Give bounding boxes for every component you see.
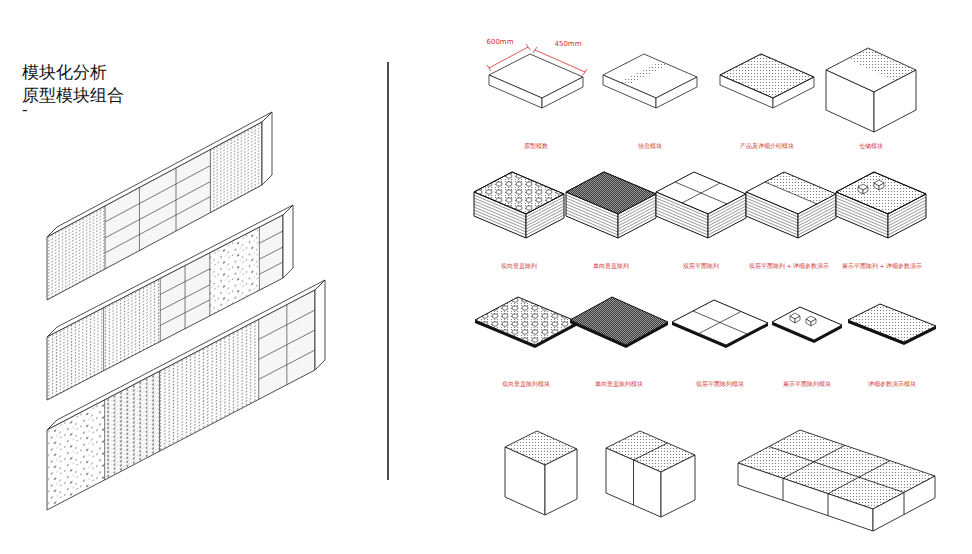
flat-plate — [475, 297, 578, 348]
module-caption: 双向垂直陈列 — [501, 262, 537, 269]
module-caption: 展示平面陈列 + 详细参数演示 — [842, 262, 923, 269]
module-caption: 双层平面陈列 — [683, 262, 719, 269]
flat-plate — [848, 304, 936, 345]
combined-cube — [606, 431, 695, 517]
info-slab — [603, 54, 697, 108]
stack-box — [474, 172, 564, 238]
detail-slab — [720, 54, 814, 108]
flat-plate — [570, 297, 668, 348]
stack-box — [836, 172, 926, 238]
module-caption: 展示平面陈列模块 — [783, 380, 831, 387]
shelf-wall — [47, 280, 325, 510]
flat-plate — [672, 300, 768, 348]
combined-cube — [738, 430, 935, 531]
dash-mark: - — [22, 100, 28, 119]
flat-plate — [772, 307, 842, 343]
module-caption: 双层平面陈列模块 — [696, 380, 744, 387]
stack-box — [746, 172, 836, 238]
prototype-slab — [489, 54, 583, 108]
module-caption: 双向垂直陈列模块 — [502, 380, 550, 387]
page-title: 模块化分析 原型模块组合 — [22, 61, 152, 107]
module-caption: 信息模块 — [638, 142, 662, 149]
stack-box — [566, 172, 656, 238]
divider-line — [387, 62, 389, 480]
storage-cube — [826, 48, 916, 132]
module-caption: 原型模数 — [524, 142, 548, 149]
module-caption: 双层平面陈列 + 详细参数演示 — [749, 262, 830, 269]
stack-box — [656, 172, 746, 238]
dimension-label: 450mm — [555, 40, 582, 48]
module-caption: 产品及详细介绍模块 — [740, 142, 794, 149]
module-caption: 单向垂直陈列 — [593, 262, 629, 269]
module-caption: 仓储模块 — [859, 142, 883, 149]
dimension-label: 600mm — [487, 38, 514, 46]
module-caption: 详细参数演示模块 — [868, 380, 916, 387]
module-caption: 单向垂直陈列模块 — [595, 380, 643, 387]
combined-cube — [505, 431, 577, 515]
